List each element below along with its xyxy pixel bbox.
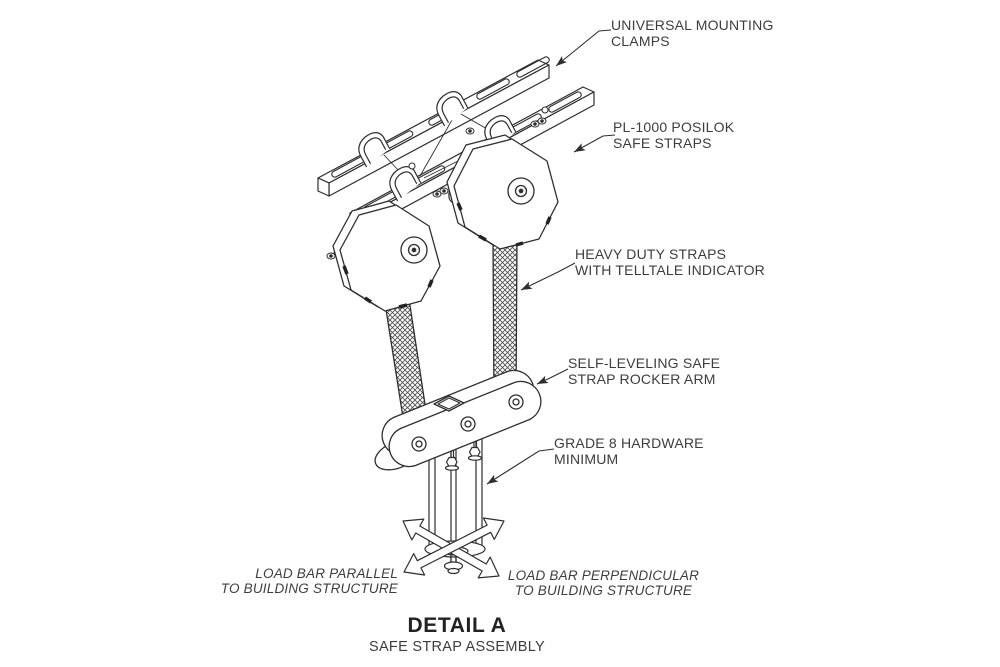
rocker-arm bbox=[374, 369, 542, 471]
label-load-bar-perpendicular: LOAD BAR PERPENDICULAR TO BUILDING STRUC… bbox=[507, 568, 700, 598]
callout-pl1000-posilok-safe-straps: PL-1000 POSILOK SAFE STRAPS bbox=[613, 119, 735, 151]
detail-subtitle: SAFE STRAP ASSEMBLY bbox=[368, 639, 545, 655]
callout-heavy-duty-straps: HEAVY DUTY STRAPS WITH TELLTALE INDICATO… bbox=[575, 246, 765, 278]
load-bar-direction-arrows bbox=[402, 517, 505, 579]
callout-self-leveling-rocker-arm: SELF-LEVELING SAFE STRAP ROCKER ARM bbox=[568, 355, 721, 387]
posilok-strap-housings bbox=[332, 134, 559, 312]
detail-title: DETAIL A bbox=[407, 614, 507, 637]
callout-leader-lines bbox=[486, 29, 616, 485]
direction-arrow-diagonal-2 bbox=[403, 517, 505, 576]
label-load-bar-parallel: LOAD BAR PARALLEL TO BUILDING STRUCTURE bbox=[220, 566, 398, 596]
callout-universal-mounting-clamps: UNIVERSAL MOUNTING CLAMPS bbox=[611, 17, 774, 49]
callout-grade-8-hardware: GRADE 8 HARDWARE MINIMUM bbox=[554, 435, 704, 467]
